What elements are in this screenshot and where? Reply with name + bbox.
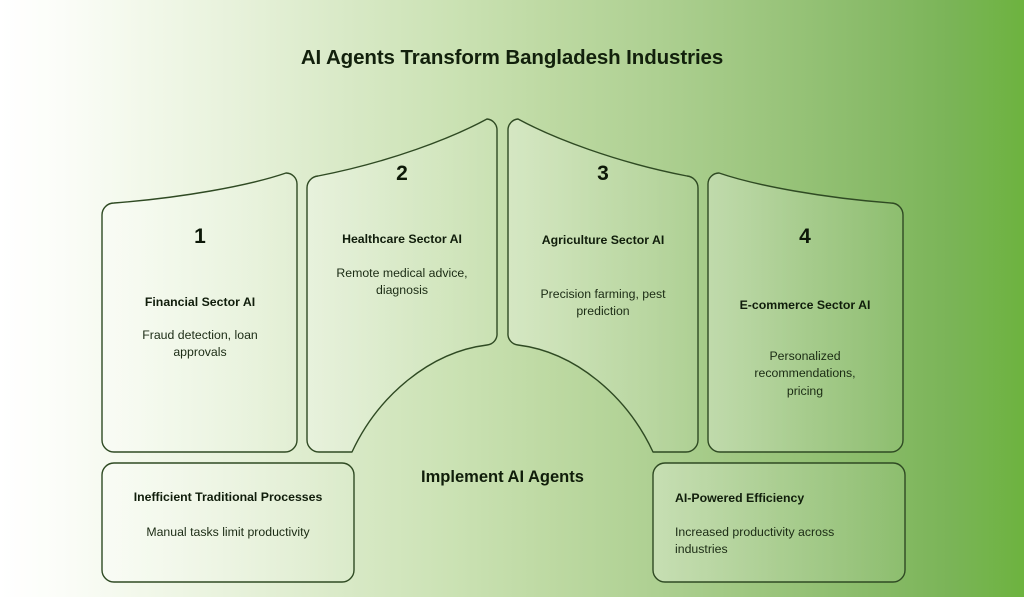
bottom-box-1-description: Manual tasks limit productivity <box>146 525 310 539</box>
panel-1-number-wrap: 1 <box>107 226 293 247</box>
panel-4-desc-wrap: Personalized recommendations, pricing <box>738 348 872 400</box>
panel-1-title: Financial Sector AI <box>144 295 256 309</box>
panel-3-number-wrap: 3 <box>510 163 696 184</box>
panel-3-title: Agriculture Sector AI <box>541 233 665 247</box>
bottom-box-1-title: Inefficient Traditional Processes <box>133 490 323 504</box>
bottom-box-2-description: Increased productivity across industries <box>675 525 835 557</box>
panel-3-description: Precision farming, pest prediction <box>540 287 666 319</box>
bottom-box-1-desc-wrap: Manual tasks limit productivity <box>114 524 342 541</box>
panel-2-title-wrap: Healthcare Sector AI <box>309 231 495 247</box>
panel-1-desc-wrap: Fraud detection, loan approvals <box>124 327 276 362</box>
page-title: AI Agents Transform Bangladesh Industrie… <box>300 46 724 69</box>
panel-4-number-wrap: 4 <box>712 226 898 247</box>
panel-4-description: Personalized recommendations, pricing <box>754 349 856 398</box>
panel-2-number-wrap: 2 <box>309 163 495 184</box>
panel-2-desc-wrap: Remote medical advice, diagnosis <box>334 265 470 300</box>
bottom-box-2-title-wrap: AI-Powered Efficiency <box>675 490 889 507</box>
panel-2-number: 2 <box>396 162 408 185</box>
panel-2-title: Healthcare Sector AI <box>342 232 462 246</box>
panel-shape-3[interactable] <box>507 118 699 453</box>
panel-4-number: 4 <box>799 225 811 248</box>
panel-4-title: E-commerce Sector AI <box>739 298 871 312</box>
bottom-box-2-title: AI-Powered Efficiency <box>675 491 805 505</box>
panel-shape-4[interactable] <box>707 172 904 453</box>
panel-3-title-wrap: Agriculture Sector AI <box>535 232 671 248</box>
panel-4-title-wrap: E-commerce Sector AI <box>734 297 876 313</box>
center-caption: Implement AI Agents <box>421 468 584 486</box>
panel-1-title-wrap: Financial Sector AI <box>107 294 293 310</box>
panel-1-description: Fraud detection, loan approvals <box>142 328 258 360</box>
panel-1-number: 1 <box>194 225 206 248</box>
panel-3-desc-wrap: Precision farming, pest prediction <box>528 286 678 321</box>
panel-shape-1[interactable] <box>101 172 298 453</box>
panel-2-description: Remote medical advice, diagnosis <box>336 266 468 298</box>
bottom-box-shape-1[interactable] <box>101 462 355 583</box>
bottom-box-1-title-wrap: Inefficient Traditional Processes <box>114 489 342 506</box>
bottom-box-2-desc-wrap: Increased productivity across industries <box>675 524 867 559</box>
panel-3-number: 3 <box>597 162 609 185</box>
bottom-box-shape-2[interactable] <box>652 462 906 583</box>
panel-shape-2[interactable] <box>306 118 498 453</box>
